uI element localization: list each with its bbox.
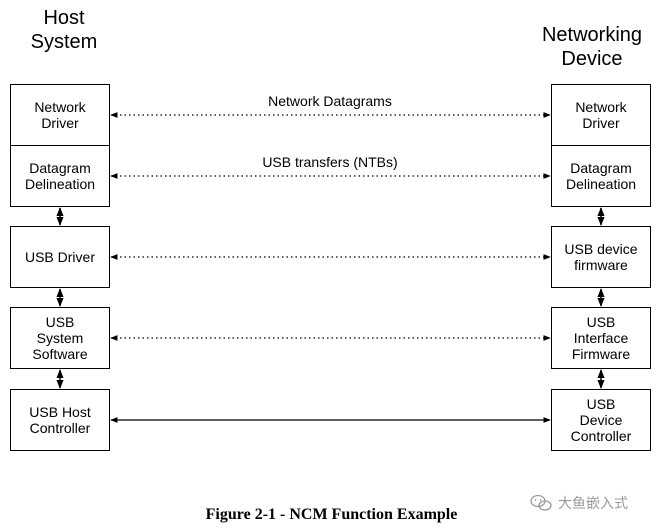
host-usb-driver-box: USB Driver: [10, 226, 110, 288]
host-system-title: Host System: [30, 7, 98, 53]
device-datagram-delineation-label: Datagram Delineation: [565, 160, 637, 192]
device-usb-interface-firmware-box: USB Interface Firmware: [551, 307, 651, 369]
host-datagram-delineation-box: Datagram Delineation: [10, 145, 110, 207]
host-datagram-delineation-label: Datagram Delineation: [24, 160, 96, 192]
device-usb-device-controller-label: USB Device Controller: [570, 396, 632, 444]
network-datagrams-label: Network Datagrams: [268, 93, 392, 109]
figure-caption: Figure 2-1 - NCM Function Example: [205, 506, 458, 523]
watermark: 大鱼嵌入式: [530, 493, 628, 513]
usb-transfers-label: USB transfers (NTBs): [262, 154, 398, 170]
host-usb-system-software-label: USB System Software: [32, 314, 88, 362]
host-usb-host-controller-box: USB Host Controller: [10, 389, 110, 451]
device-usb-device-controller-box: USB Device Controller: [551, 389, 651, 451]
device-usb-interface-firmware-label: USB Interface Firmware: [571, 314, 631, 362]
host-network-driver-box: Network Driver: [10, 84, 110, 146]
host-usb-driver-label: USB Driver: [24, 249, 95, 265]
device-network-driver-label: Network Driver: [575, 99, 627, 131]
host-usb-host-controller-label: USB Host Controller: [29, 404, 91, 436]
device-usb-firmware-label: USB device firmware: [564, 241, 638, 273]
networking-device-title: Networking Device: [541, 24, 643, 70]
wechat-icon: [530, 494, 552, 511]
watermark-text: 大鱼嵌入式: [558, 495, 628, 511]
host-network-driver-label: Network Driver: [34, 99, 86, 131]
device-usb-firmware-box: USB device firmware: [551, 226, 651, 288]
device-datagram-delineation-box: Datagram Delineation: [551, 145, 651, 207]
host-usb-system-software-box: USB System Software: [10, 307, 110, 369]
